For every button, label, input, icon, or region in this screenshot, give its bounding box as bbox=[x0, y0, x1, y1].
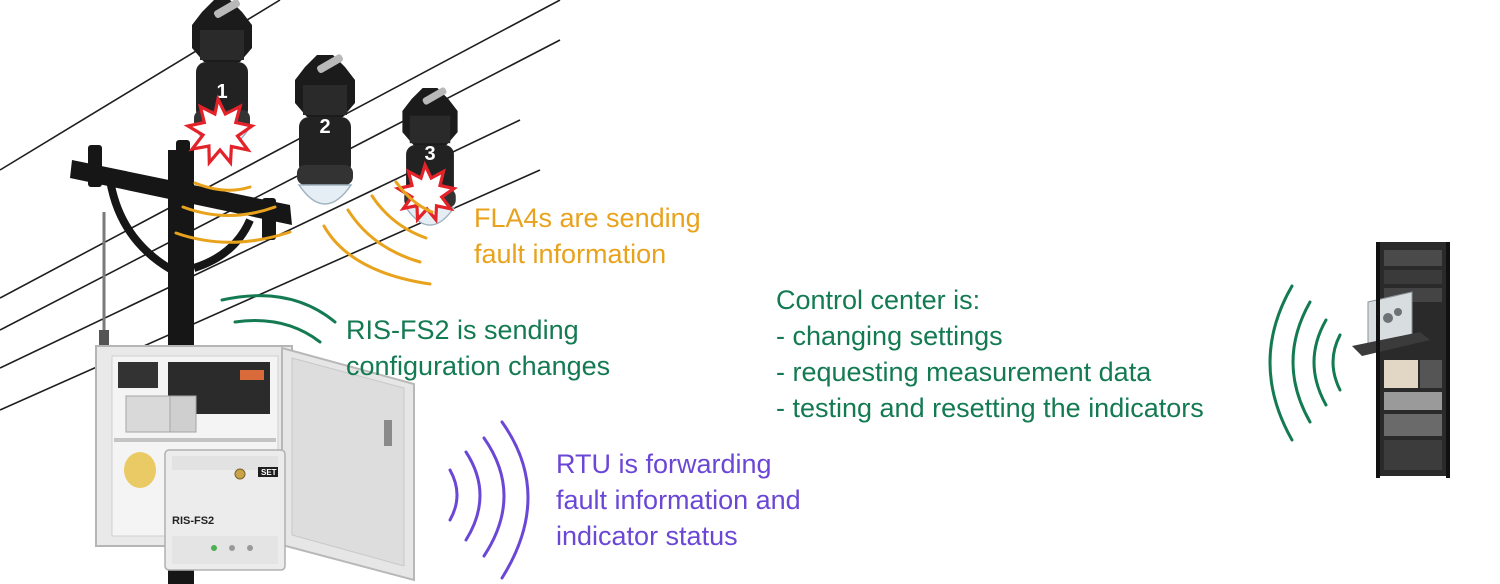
fla4s-label-line1: FLA4s are sending bbox=[474, 203, 701, 233]
control-center-label: Control center is: - changing settings -… bbox=[776, 282, 1204, 426]
rtu-label-line1: RTU is forwarding bbox=[556, 449, 772, 479]
fla4s-label-line2: fault information bbox=[474, 239, 667, 269]
risfs2-label: RIS-FS2 is sending configuration changes bbox=[346, 312, 610, 384]
control-center-title: Control center is: bbox=[776, 285, 981, 315]
cabinet-icon bbox=[95, 345, 415, 582]
indicator-number-3: 3 bbox=[424, 143, 435, 165]
rtu-label: RTU is forwarding fault information and … bbox=[556, 446, 801, 554]
indicator-number-2: 2 bbox=[319, 116, 330, 138]
risfs2-label-line1: RIS-FS2 is sending bbox=[346, 315, 579, 345]
fault-indicator-icon bbox=[295, 54, 355, 205]
server-rack-icon bbox=[1352, 242, 1450, 478]
fla4s-label: FLA4s are sending fault information bbox=[474, 200, 701, 272]
radio-wave-icon bbox=[1268, 284, 1342, 442]
device-model-label: RIS-FS2 bbox=[172, 515, 214, 527]
rtu-label-line2: fault information and bbox=[556, 485, 801, 515]
radio-wave-icon bbox=[174, 180, 434, 286]
rtu-label-line3: indicator status bbox=[556, 521, 738, 551]
radio-wave-icon bbox=[448, 420, 530, 580]
fault-flash-icon bbox=[183, 94, 256, 167]
device-brand-logo: SET bbox=[261, 468, 277, 477]
risfs2-label-line2: configuration changes bbox=[346, 351, 611, 381]
control-center-item: - testing and resetting the indicators bbox=[776, 393, 1204, 423]
control-center-item: - requesting measurement data bbox=[776, 357, 1152, 387]
indicator-number-1: 1 bbox=[216, 81, 227, 103]
control-center-item: - changing settings bbox=[776, 321, 1003, 351]
risfs2-device: SET RIS-FS2 bbox=[164, 449, 286, 571]
antenna-icon bbox=[99, 212, 109, 348]
